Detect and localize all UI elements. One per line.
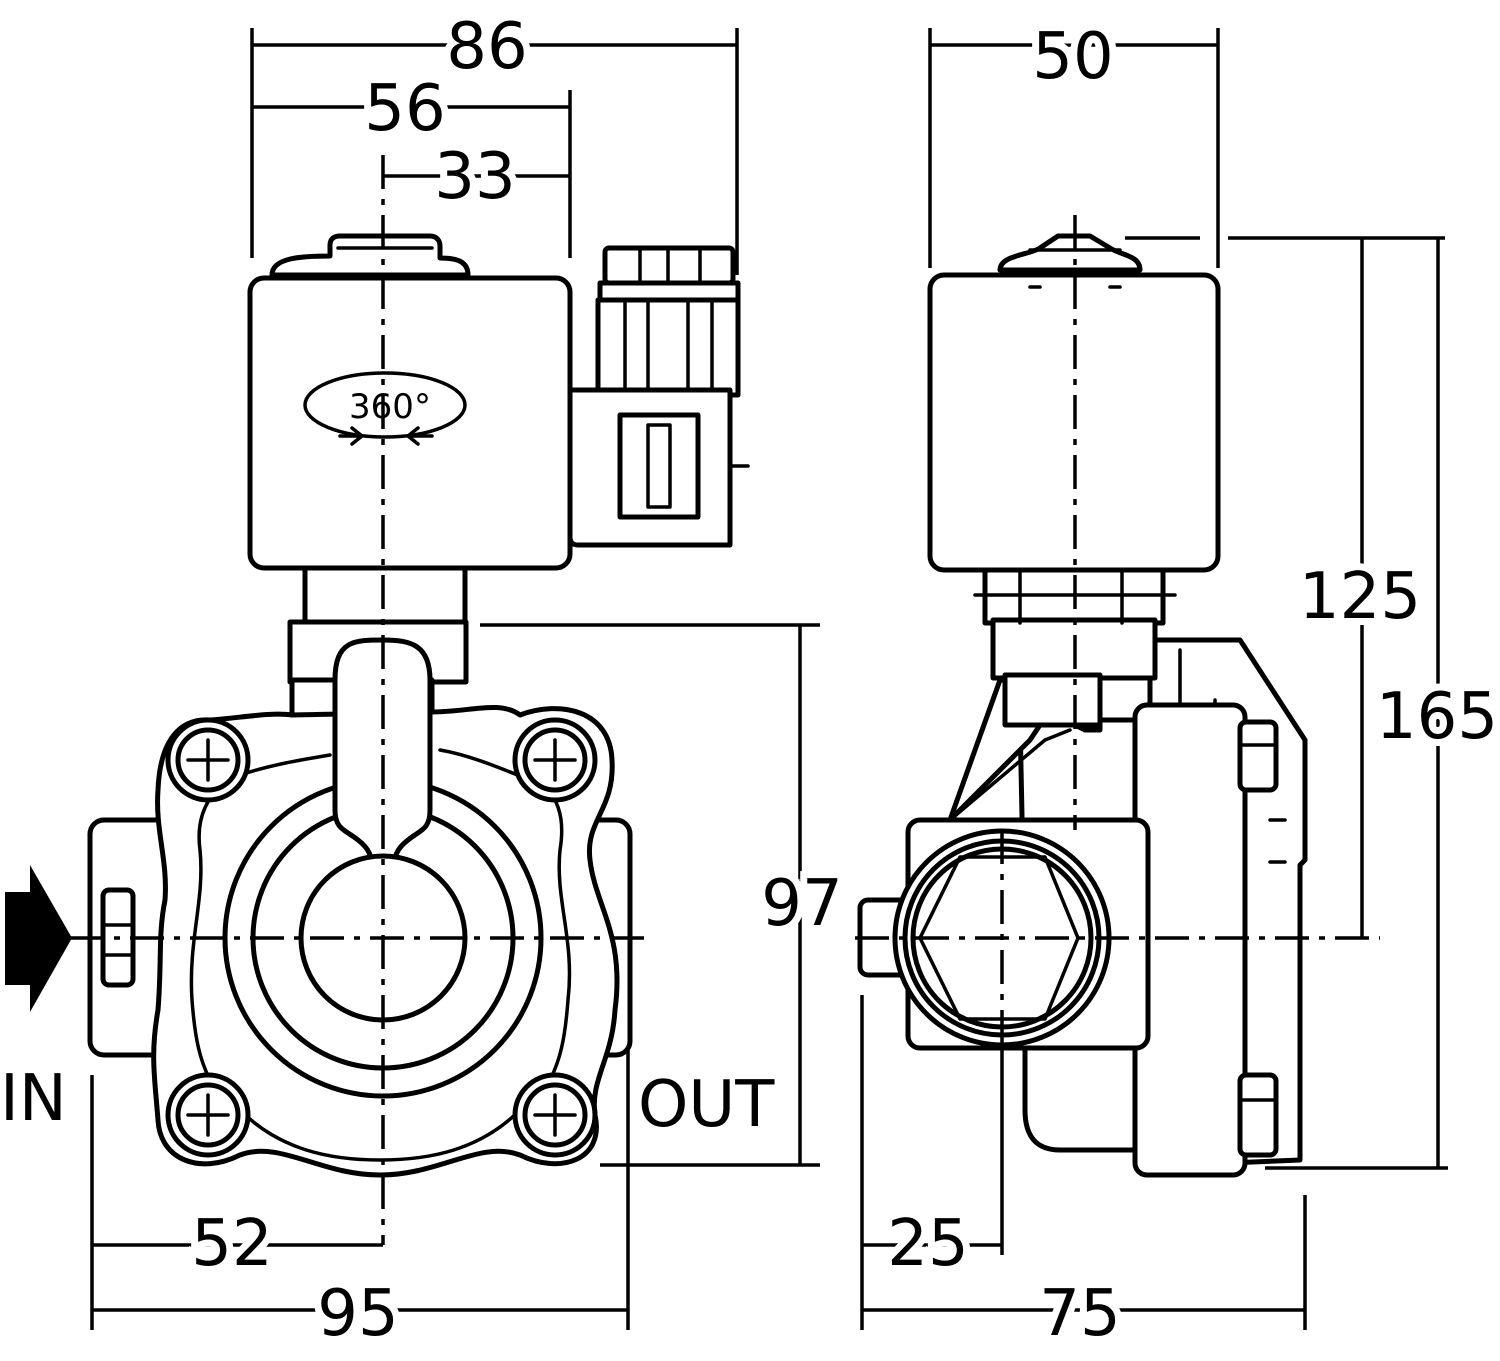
side-coil-cap	[997, 233, 1143, 273]
front-coil-cap	[269, 233, 471, 278]
dim-56: 56	[364, 72, 445, 146]
dim-97: 97	[761, 867, 842, 941]
dim-50: 50	[1032, 20, 1113, 94]
side-housing-block	[1132, 702, 1248, 1178]
side-dimensions: 50 125 165 25 75	[860, 13, 1500, 1358]
front-armature-tube	[302, 562, 468, 628]
dim-125: 125	[1299, 560, 1421, 634]
front-dimensions: 86 56 33 97 52 95	[90, 3, 850, 1358]
side-armature-neck	[1002, 672, 1103, 728]
inlet-label: IN	[0, 1062, 67, 1136]
rotation-360-icon: 360°	[303, 371, 467, 446]
front-connector-plug	[567, 245, 750, 548]
front-bolt-crosses	[186, 738, 577, 1137]
dim-52: 52	[191, 1207, 272, 1281]
rotation-label: 360°	[349, 387, 431, 427]
dim-165: 165	[1376, 680, 1498, 754]
dim-75: 75	[1039, 1277, 1120, 1351]
front-view: 360° IN OUT	[0, 155, 775, 1245]
side-bolt-upper	[1237, 719, 1279, 793]
outlet-label: OUT	[638, 1068, 775, 1142]
dim-25: 25	[887, 1207, 968, 1281]
side-bolt-lower	[1237, 1072, 1279, 1158]
inlet-arrow-icon	[5, 865, 72, 1012]
dim-86: 86	[446, 10, 527, 84]
dim-95: 95	[317, 1277, 398, 1351]
front-flange-inner	[189, 748, 572, 1162]
dim-33: 33	[434, 140, 515, 214]
side-view	[855, 215, 1380, 1178]
